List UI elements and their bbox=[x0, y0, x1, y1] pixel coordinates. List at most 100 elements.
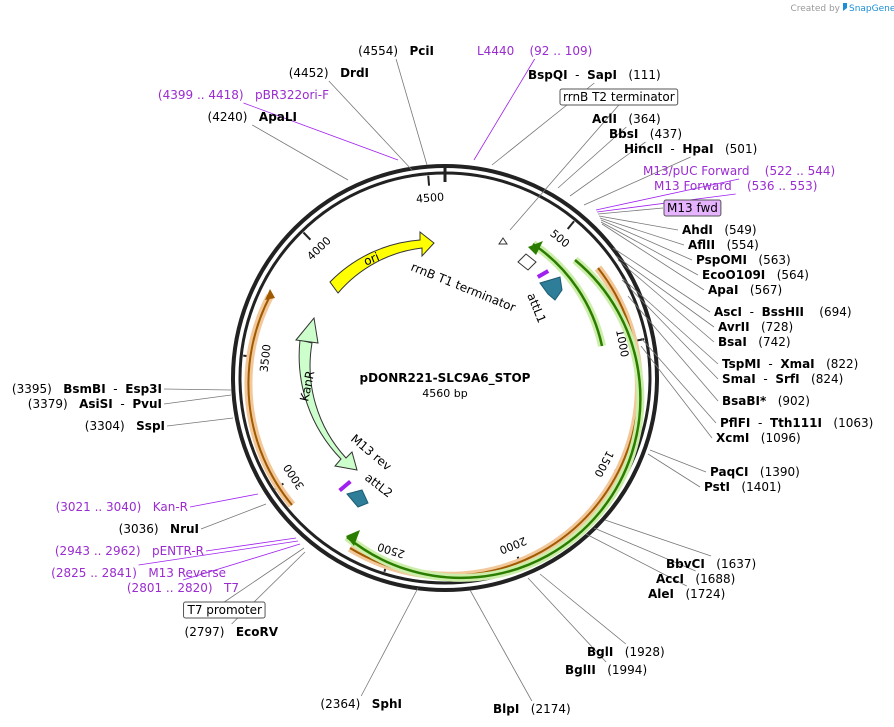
site-label-t7prom: T7 promoter bbox=[187, 603, 263, 617]
site-label-psti: PstI (1401) bbox=[704, 480, 781, 494]
plasmid-name: pDONR221-SLC9A6_STOP bbox=[360, 371, 531, 386]
site-label-l4440: L4440 (92 .. 109) bbox=[477, 44, 592, 58]
rrnb-t1-arrow bbox=[517, 253, 537, 271]
site-label-part: (1724) bbox=[674, 587, 725, 601]
site-label-part: (3304) bbox=[85, 419, 136, 433]
site-label-part: PstI bbox=[704, 480, 730, 494]
leader-line bbox=[469, 589, 533, 702]
site-label-part: (2825 .. 2841) bbox=[51, 566, 137, 580]
site-label-part: (902) bbox=[766, 394, 810, 408]
site-label-bspqi: BspQI - SapI (111) bbox=[528, 68, 661, 82]
leader-line bbox=[539, 573, 627, 645]
site-label-bgli: BglI (1928) bbox=[587, 645, 665, 659]
site-label-part: BbvCI bbox=[666, 557, 705, 571]
site-label-part: rrnB T2 terminator bbox=[563, 90, 675, 104]
site-label-part: (3036) bbox=[119, 522, 170, 536]
leader-line bbox=[621, 279, 719, 380]
leader-line bbox=[598, 215, 679, 231]
site-label-part: BsmBI bbox=[63, 382, 105, 396]
site-label-part: (4452) bbox=[289, 66, 340, 80]
site-label-part: L4440 bbox=[477, 44, 514, 58]
site-label-part: (522 .. 544) bbox=[750, 164, 836, 178]
leader-line bbox=[621, 277, 719, 365]
site-label-part: (742) bbox=[747, 335, 791, 349]
site-label-m13fwdp: M13 Forward (536 .. 553) bbox=[654, 179, 817, 193]
site-label-part: (822) bbox=[815, 357, 859, 371]
site-label-part: - bbox=[568, 68, 588, 82]
site-label-part: (2174) bbox=[519, 702, 570, 716]
site-label-nrui: (3036) NruI bbox=[119, 522, 199, 536]
snapgene-logo-icon bbox=[843, 3, 847, 11]
site-label-part: SapI bbox=[587, 68, 617, 82]
site-label-hincii: HincII - HpaI (501) bbox=[624, 142, 757, 156]
site-label-bbsi: BbsI (437) bbox=[609, 127, 682, 141]
site-label-part: (2364) bbox=[320, 697, 371, 711]
site-label-part: AscI bbox=[714, 305, 742, 319]
site-label-part: PspOMI bbox=[696, 253, 747, 267]
green-arrowhead bbox=[346, 530, 360, 546]
site-label-part: AhdI bbox=[682, 223, 713, 237]
green-feature-halo-outer bbox=[344, 256, 645, 582]
site-label-pentr: (2943 .. 2962) pENTR-R bbox=[55, 544, 204, 558]
site-label-part: (501) bbox=[714, 142, 758, 156]
site-label-part: TspMI bbox=[722, 357, 761, 371]
site-label-part: (1688) bbox=[684, 572, 735, 586]
site-label-part: ApaI bbox=[708, 283, 738, 297]
leader-line bbox=[200, 503, 267, 530]
ruler-tick-label: 2000 bbox=[498, 534, 529, 557]
green-feature-arc-outer bbox=[346, 259, 642, 580]
site-label-part: SspI bbox=[136, 419, 165, 433]
leader-line bbox=[509, 104, 620, 231]
leader-line bbox=[627, 295, 719, 402]
site-label-aflii: AflII (554) bbox=[688, 238, 759, 252]
site-label-part: AclI bbox=[592, 112, 617, 126]
leader-line bbox=[640, 337, 717, 424]
site-label-part: (1390) bbox=[748, 465, 799, 479]
attl2-arrow bbox=[346, 489, 369, 508]
site-label-acci: AccI (1688) bbox=[656, 572, 735, 586]
leader-line bbox=[600, 219, 693, 261]
site-label-bbvci: BbvCI (1637) bbox=[666, 557, 756, 571]
ori-feature-arrow bbox=[329, 230, 435, 294]
leader-line bbox=[615, 255, 715, 328]
leader-line bbox=[617, 259, 715, 343]
site-label-part: Tth111I bbox=[770, 416, 822, 430]
leader-line bbox=[163, 388, 232, 391]
orange-left-arrowhead bbox=[265, 289, 275, 300]
site-label-part: pENTR-R bbox=[141, 544, 204, 558]
site-label-part: XcmI bbox=[716, 431, 749, 445]
ruler-tick-mark bbox=[302, 231, 312, 241]
site-label-part: BbsI bbox=[609, 127, 638, 141]
site-label-part: (2797) bbox=[185, 625, 236, 639]
site-label-part: * bbox=[760, 394, 767, 408]
leader-line bbox=[163, 394, 232, 405]
site-label-part: Kan-R bbox=[141, 500, 188, 514]
site-label-part: PflFI bbox=[720, 416, 750, 430]
ruler-tick-mark bbox=[427, 175, 431, 186]
site-label-part: (824) bbox=[800, 372, 844, 386]
leader-line bbox=[473, 58, 535, 161]
site-label-part: - bbox=[761, 357, 781, 371]
leader-line bbox=[600, 221, 699, 276]
site-label-bglii: BglII (1994) bbox=[565, 663, 647, 677]
attl1-primer-mark bbox=[536, 269, 550, 279]
site-label-part: M13 Reverse bbox=[137, 566, 226, 580]
site-label-part: (564) bbox=[765, 268, 809, 282]
feature-label-box bbox=[559, 88, 679, 106]
site-label-part: - bbox=[663, 142, 683, 156]
site-label-part: BglI bbox=[587, 645, 613, 659]
site-label-part: - bbox=[742, 305, 762, 319]
leader-line bbox=[569, 141, 646, 197]
leader-line bbox=[243, 102, 399, 161]
site-label-part: (1994) bbox=[596, 663, 647, 677]
site-label-bsai: BsaI (742) bbox=[718, 335, 791, 349]
green-arrowhead-inner bbox=[528, 241, 543, 255]
site-label-smai: SmaI - SrfI (824) bbox=[722, 372, 843, 386]
rrnb-small-arrow bbox=[498, 237, 508, 245]
site-label-part: (3021 .. 3040) bbox=[56, 500, 142, 514]
site-label-part: BssHII bbox=[762, 305, 804, 319]
site-label-acli: AclI (364) bbox=[592, 112, 661, 126]
site-label-blpi: BlpI (2174) bbox=[493, 702, 571, 716]
site-label-part: Esp3I bbox=[125, 382, 162, 396]
site-label-part: (92 .. 109) bbox=[514, 44, 592, 58]
